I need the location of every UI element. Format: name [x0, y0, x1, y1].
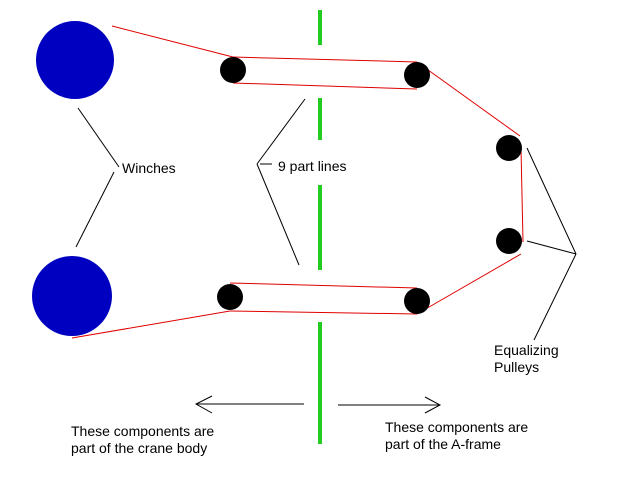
crane-body-label-line1: These components are [71, 423, 215, 439]
equalizing-pulley-upper [496, 135, 522, 161]
rope-lines [71, 25, 524, 339]
pulley [220, 57, 246, 83]
pointer-line [533, 253, 577, 341]
direction-arrows [194, 395, 442, 414]
pointer-line [75, 171, 115, 248]
a-frame-label-line1: These components are [385, 419, 529, 435]
rope-segment [416, 61, 521, 137]
right-arrow [338, 396, 442, 414]
part-lines-label: 9 part lines [278, 158, 347, 174]
equalizing-pulleys-label: Equalizing Pulleys [494, 342, 559, 376]
crane-body-label-line2: part of the crane body [71, 440, 208, 456]
a-frame-label: These components are part of the A-frame [385, 419, 528, 453]
rope-segment [229, 282, 418, 289]
equalizing-label-line1: Equalizing [494, 342, 559, 358]
left-arrow [194, 395, 304, 414]
rope-segment [111, 25, 234, 58]
rope-segment [520, 147, 524, 243]
pulley [217, 284, 243, 310]
winch-upper [36, 21, 114, 99]
pulley [404, 288, 430, 314]
rope-segment [232, 82, 418, 90]
rope-segment [71, 310, 231, 339]
pointer-line [77, 107, 120, 168]
a-frame-label-line2: part of the A-frame [385, 436, 501, 452]
pointer-line [256, 98, 306, 165]
crane-body-label: These components are part of the crane b… [71, 423, 214, 457]
rope-segment [416, 253, 522, 315]
equalizing-pulley-lower [496, 228, 522, 254]
rope-segment [229, 310, 418, 315]
pointer-line [256, 163, 300, 266]
winches-label: Winches [122, 160, 176, 176]
pointer-line [526, 147, 577, 255]
rope-segment [232, 56, 418, 63]
pointer-line [526, 240, 577, 255]
pulley [404, 62, 430, 88]
winch-lower [32, 256, 112, 336]
equalizing-label-line2: Pulleys [494, 359, 540, 375]
pointer-lines [75, 98, 577, 341]
